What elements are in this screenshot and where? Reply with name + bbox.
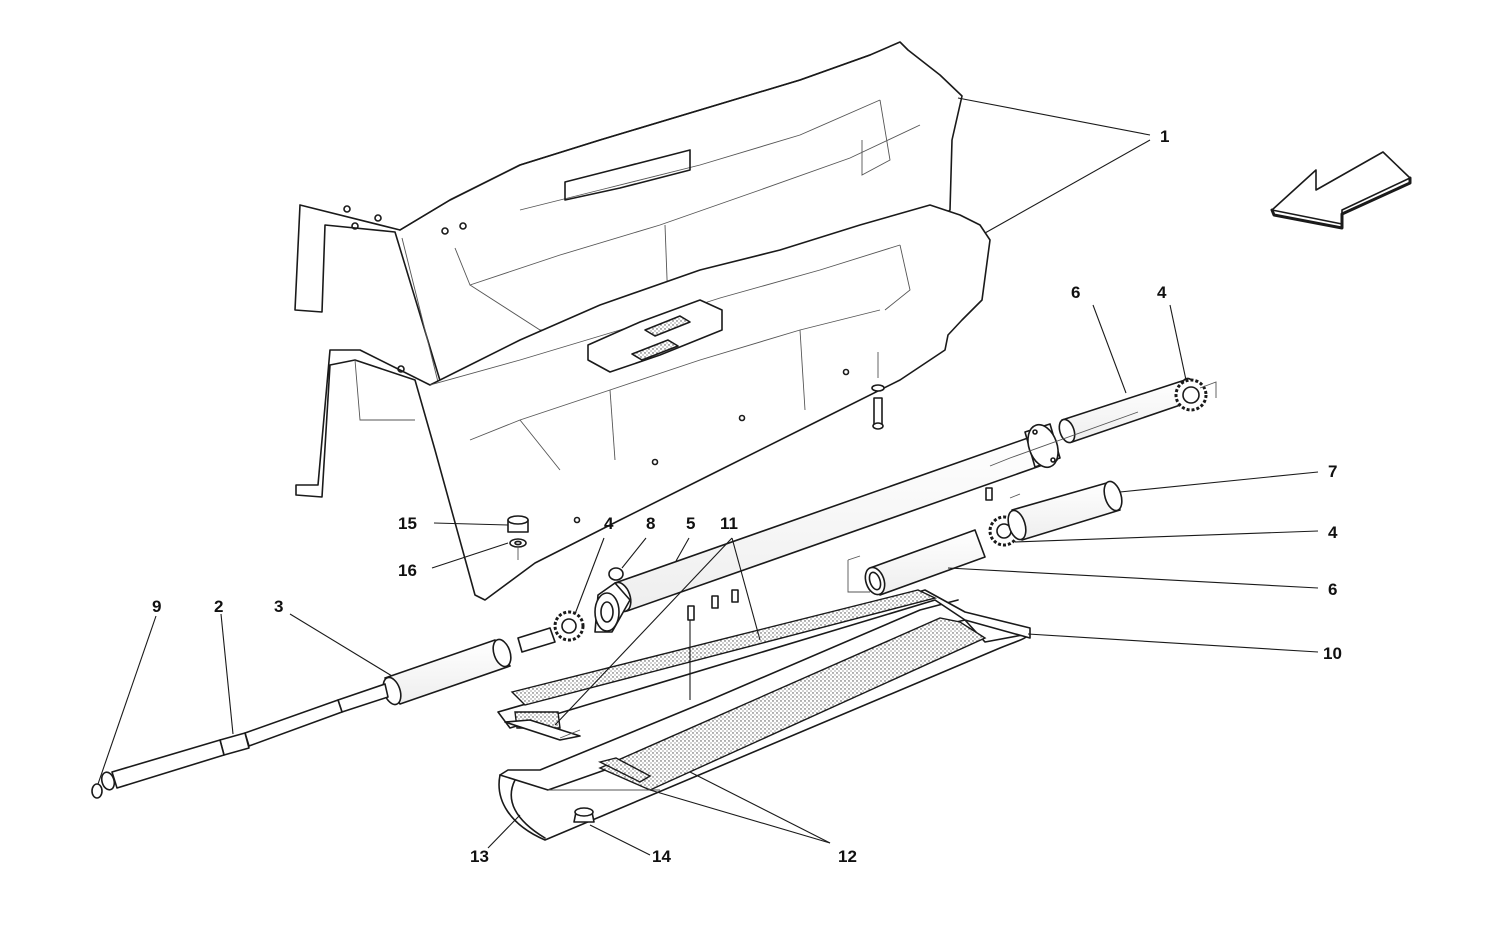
callout-7: 7: [1328, 462, 1337, 481]
callout-12: 12: [838, 847, 857, 866]
callout-10: 10: [1323, 644, 1342, 663]
callout-4-front: 4: [604, 514, 614, 533]
callout-14: 14: [652, 847, 671, 866]
torque-tube: [594, 423, 1061, 633]
upper-felt: [497, 589, 1031, 741]
callout-9: 9: [152, 597, 161, 616]
middle-bush: [1007, 480, 1123, 541]
callout-1: 1: [1160, 127, 1169, 146]
tunnel-cover-lower: [295, 204, 991, 601]
grommet: [573, 807, 595, 823]
leader-lines: [97, 97, 1319, 856]
callout-13: 13: [470, 847, 489, 866]
lower-bush: [864, 529, 986, 596]
callout-15: 15: [398, 514, 417, 533]
studs: [687, 487, 993, 621]
gear-rear: [1174, 378, 1208, 412]
callout-16: 16: [398, 561, 417, 580]
callout-3: 3: [274, 597, 283, 616]
drive-shaft: [91, 627, 556, 799]
spacer-nut: [507, 515, 529, 560]
callout-8: 8: [646, 514, 655, 533]
tunnel-cover-upper: [294, 41, 963, 431]
callout-6-right: 6: [1328, 580, 1337, 599]
mounting-bolt: [871, 352, 885, 430]
callout-4-top: 4: [1157, 283, 1167, 302]
front-direction-arrow-icon: [1270, 151, 1412, 230]
callout-11: 11: [720, 514, 738, 533]
callout-6-top: 6: [1071, 283, 1080, 302]
nut: [608, 567, 624, 581]
callout-4-right: 4: [1328, 523, 1338, 542]
lower-shell: [498, 599, 1029, 841]
callout-labels: 1 6 4 7 4 6 10 15 16 4 8 5 11 9 2 3 13 1…: [152, 127, 1342, 866]
gear-front: [553, 610, 585, 642]
callout-5: 5: [686, 514, 695, 533]
callout-2: 2: [214, 597, 223, 616]
